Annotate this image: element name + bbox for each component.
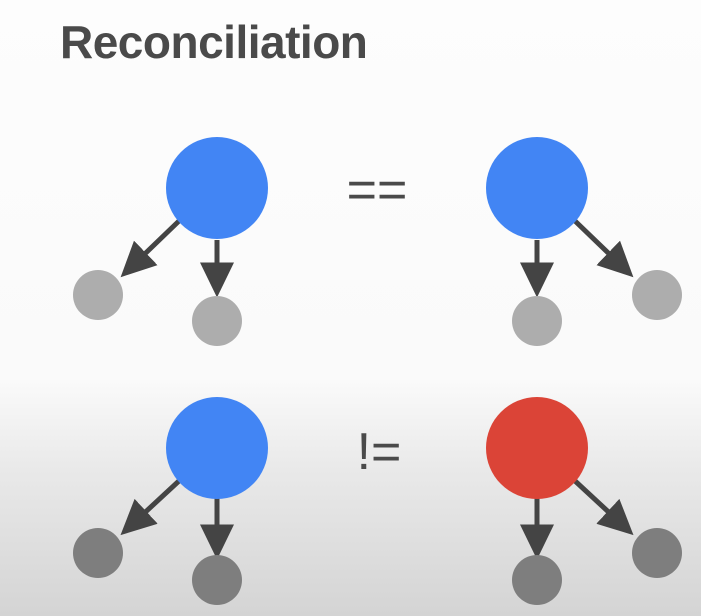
root-node (166, 137, 268, 239)
child-node-right (192, 296, 242, 346)
child-node-left (73, 270, 123, 320)
left-tree-equal (73, 137, 268, 346)
arrow-left-child (120, 478, 182, 536)
arrow-right-child (572, 218, 634, 278)
not-equal-operator: != (357, 423, 402, 481)
page-title: Reconciliation (60, 16, 368, 68)
child-node-left (73, 528, 123, 578)
equal-operator: == (347, 161, 408, 219)
equal-row: == (73, 137, 682, 346)
child-node-right (632, 528, 682, 578)
root-node (486, 397, 588, 499)
root-node (486, 137, 588, 239)
arrow-left-child (120, 218, 182, 278)
left-tree-not-equal (73, 397, 268, 605)
right-tree-not-equal (486, 397, 682, 605)
arrow-right-child (572, 478, 634, 536)
not-equal-row: != (73, 397, 682, 605)
child-node-right (192, 555, 242, 605)
child-node-left (512, 296, 562, 346)
root-node (166, 397, 268, 499)
child-node-left (512, 555, 562, 605)
right-tree-equal (486, 137, 682, 346)
child-node-right (632, 270, 682, 320)
